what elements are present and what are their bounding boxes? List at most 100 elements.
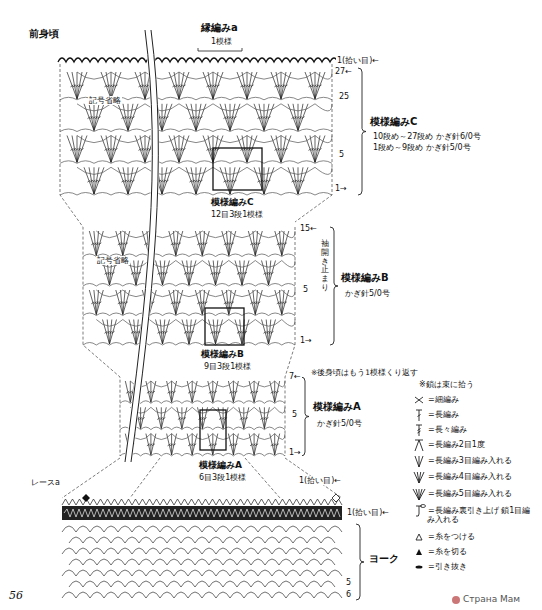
pattern-name: 模様編みB bbox=[200, 349, 245, 359]
repeat-box bbox=[213, 148, 262, 190]
legend-text: =長編み3目編み入れる bbox=[427, 456, 513, 465]
sleeve-note: 袖開き止まり bbox=[321, 240, 329, 293]
break-line bbox=[125, 30, 152, 462]
legend-text: =長編み5目編み入れる bbox=[427, 489, 513, 498]
pattern-c-stitches bbox=[67, 72, 325, 194]
pattern-b-stitches-chain bbox=[83, 231, 295, 345]
legend-symbol bbox=[416, 534, 422, 540]
row-number: 5 bbox=[338, 150, 345, 159]
text-slot: 1(拾い目)← bbox=[336, 56, 380, 65]
legend-symbol bbox=[415, 456, 423, 467]
text-slot: Страна Мам bbox=[462, 594, 521, 604]
omission-note: 記号省略 bbox=[88, 96, 122, 105]
text-slot: 9目3段1模様 bbox=[203, 362, 252, 371]
pattern-name: 模様編みC bbox=[210, 197, 255, 207]
text-slot: =細編み bbox=[427, 395, 537, 404]
row-number: 27← bbox=[334, 67, 353, 76]
legend-symbol bbox=[416, 425, 422, 436]
pattern-a-stitches-chain bbox=[120, 381, 285, 456]
text-slot: =長編み裏引き上げ 鎖1目編み入れる bbox=[427, 506, 537, 524]
legend-symbol bbox=[413, 489, 425, 500]
text-slot: 6目3段1模様 bbox=[198, 473, 247, 482]
lace-name: レースa bbox=[30, 478, 61, 487]
pickup-lines bbox=[62, 458, 342, 498]
text-slot: ※鎖は束に拾う bbox=[418, 380, 475, 389]
text-slot: 25 bbox=[338, 92, 350, 101]
text-slot: 56 bbox=[8, 590, 24, 603]
row-number: 1(拾い目)← bbox=[346, 508, 390, 517]
text-slot: レースa bbox=[30, 478, 61, 487]
pattern-name: 縁編みa bbox=[200, 22, 239, 33]
row-number: 6 bbox=[345, 590, 352, 599]
legend-note: ※鎖は束に拾う bbox=[418, 380, 475, 389]
text-slot: 1段め～9段め かぎ針5/0号 bbox=[372, 143, 472, 152]
pattern-name: 模様編みA bbox=[312, 401, 362, 412]
repeat-note: 9目3段1模様 bbox=[203, 362, 252, 371]
text-slot: =引き抜き bbox=[427, 562, 537, 571]
text-slot: 1(拾い目)← bbox=[346, 508, 390, 517]
row-number: 1→ bbox=[288, 448, 302, 457]
text-slot: 12目3段1模様 bbox=[210, 210, 264, 219]
repeat-box bbox=[200, 410, 226, 450]
hook-note: 1段め～9段め かぎ針5/0号 bbox=[372, 143, 472, 152]
text-slot: 5 bbox=[302, 285, 309, 294]
legend-text: =長編み2目1度 bbox=[427, 440, 486, 449]
legend-symbol bbox=[415, 440, 423, 451]
text-slot: 5 bbox=[291, 410, 298, 419]
text-slot: 5 bbox=[345, 578, 352, 587]
watermark-icon bbox=[452, 596, 460, 604]
pattern-name: 模様編みA bbox=[198, 460, 243, 470]
legend-symbol bbox=[414, 472, 424, 483]
text-slot: 10段め～27段め かぎ針6/0号 bbox=[372, 132, 482, 141]
text-slot: ヨーク bbox=[368, 553, 400, 565]
text-slot: =長編み3目編み入れる bbox=[427, 456, 537, 465]
legend-text: =糸をつける bbox=[427, 532, 476, 541]
break-line bbox=[131, 30, 158, 462]
row-number: 1→ bbox=[334, 184, 348, 193]
legend-text: =糸を切る bbox=[427, 547, 468, 556]
pattern-a-stitches bbox=[125, 381, 279, 455]
bracket bbox=[356, 524, 364, 600]
back-note: ※後身頃はもう1模様くり返す bbox=[310, 368, 419, 377]
text-slot: かぎ針5/0号 bbox=[316, 419, 363, 428]
text-slot: =長編み4目編み入れる bbox=[427, 472, 537, 481]
row-number: 25 bbox=[338, 92, 350, 101]
row-number: 15← bbox=[299, 224, 318, 233]
cut-mark bbox=[332, 494, 340, 502]
repeat-note: 6目3段1模様 bbox=[198, 473, 247, 482]
text-slot: 模様編みC bbox=[369, 116, 418, 128]
dashed-outline bbox=[60, 64, 332, 456]
part-name: ヨーク bbox=[368, 553, 400, 564]
text-slot: 5 bbox=[338, 150, 345, 159]
edging-scallop bbox=[58, 58, 338, 62]
watermark: Страна Мам bbox=[462, 594, 521, 604]
attach-mark bbox=[82, 494, 90, 502]
text-slot: 記号省略 bbox=[96, 256, 130, 265]
text-slot: 6 bbox=[345, 590, 352, 599]
lace-edge bbox=[62, 499, 342, 505]
yoke-mesh bbox=[62, 526, 342, 598]
text-slot: 前身頃 bbox=[28, 28, 60, 40]
text-slot: 模様編みB bbox=[200, 349, 245, 359]
lace-pattern bbox=[64, 509, 340, 517]
pattern-c-stitches-chain bbox=[60, 72, 332, 195]
lace-band bbox=[62, 506, 342, 520]
text-slot: 1→ bbox=[299, 336, 313, 345]
legend-symbol bbox=[416, 549, 422, 555]
text-slot: 1→ bbox=[334, 184, 348, 193]
legend-symbol bbox=[416, 410, 422, 421]
text-slot: 1模様 bbox=[210, 37, 233, 46]
text-slot: 15← bbox=[299, 224, 318, 233]
row-number: 1(拾い目)← bbox=[336, 56, 380, 65]
pattern-b-stitches bbox=[89, 231, 288, 344]
repeat-note: 12目3段1模様 bbox=[210, 210, 264, 219]
text-slot: ※後身頃はもう1模様くり返す bbox=[310, 369, 419, 378]
text-slot: 7← bbox=[288, 372, 302, 381]
legend-text: =細編み bbox=[427, 395, 460, 404]
text-slot: 記号省略 bbox=[88, 96, 122, 105]
text-slot: かぎ針5/0号 bbox=[344, 289, 391, 298]
omission-note: 記号省略 bbox=[96, 256, 130, 265]
text-slot: 1(拾い目)← bbox=[298, 476, 342, 485]
text-slot: 模様編みB bbox=[340, 272, 390, 284]
pattern-name: 模様編みC bbox=[369, 116, 418, 127]
